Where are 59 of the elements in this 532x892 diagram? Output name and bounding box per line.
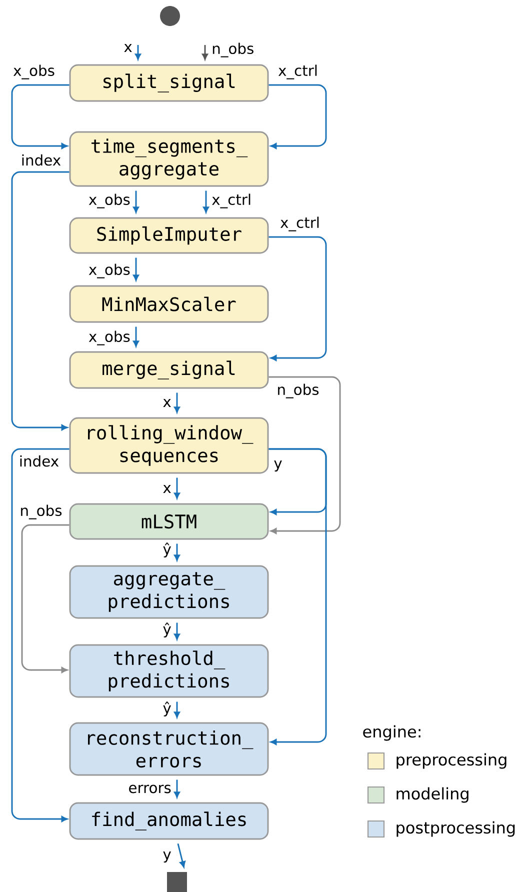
- edge-label: index: [18, 454, 60, 468]
- edge-label: index: [20, 153, 62, 167]
- arrow: [133, 258, 139, 281]
- edge-label: x_obs: [87, 192, 132, 210]
- edge-label: x_obs: [87, 329, 132, 347]
- arrow: [268, 448, 327, 745]
- arrow: [174, 780, 180, 798]
- arrow: [135, 45, 141, 60]
- arrow: [11, 84, 70, 149]
- process-box: time_segments_ aggregate: [69, 131, 269, 187]
- end-square: [167, 872, 187, 892]
- arrow: [174, 392, 180, 413]
- edge-label: n_obs: [18, 503, 64, 521]
- edge-label: y: [272, 459, 284, 473]
- edge-label: x: [161, 398, 173, 408]
- process-box: reconstruction_ errors: [69, 722, 269, 776]
- edge-label: n_obs: [275, 382, 321, 400]
- arrow: [174, 702, 180, 718]
- start-circle: [160, 6, 180, 26]
- edge-label: ŷ: [161, 541, 173, 559]
- process-box: SimpleImputer: [69, 217, 269, 254]
- edge-label: x_obs: [87, 262, 132, 280]
- legend-label: preprocessing: [396, 753, 506, 769]
- edge-label: x_ctrl: [278, 215, 322, 233]
- arrow: [177, 843, 186, 868]
- arrow: [174, 544, 180, 561]
- edge-label: x_obs: [12, 63, 56, 81]
- arrow: [11, 171, 70, 430]
- legend-label: postprocessing: [396, 821, 515, 837]
- arrow: [11, 448, 70, 822]
- arrow: [174, 622, 180, 640]
- arrow: [21, 524, 70, 673]
- edge-label: y: [161, 850, 173, 864]
- process-box: rolling_window_ sequences: [69, 417, 269, 474]
- arrow: [268, 376, 341, 534]
- edge-label: x: [161, 484, 173, 494]
- process-box: split_signal: [69, 64, 269, 102]
- edge-label: x_ctrl: [210, 192, 253, 210]
- process-box: threshold_ predictions: [69, 644, 269, 698]
- arrow: [268, 84, 327, 149]
- legend-title: engine:: [363, 725, 420, 741]
- edge-label: errors: [126, 783, 173, 795]
- process-box: find_anomalies: [69, 802, 269, 840]
- edge-label: ŷ: [161, 621, 173, 639]
- process-box: aggregate_ predictions: [69, 565, 269, 619]
- process-box: mLSTM: [69, 503, 269, 540]
- arrow: [202, 45, 208, 60]
- arrow: [203, 190, 209, 213]
- arrow: [174, 478, 180, 499]
- arrow: [133, 326, 139, 347]
- edge-label: x_ctrl: [276, 63, 320, 81]
- edge-label: ŷ: [161, 700, 173, 718]
- process-box: MinMaxScaler: [69, 285, 269, 323]
- process-box: merge_signal: [69, 351, 269, 389]
- edge-label: n_obs: [210, 41, 256, 59]
- arrow: [268, 236, 327, 361]
- legend-label: modeling: [396, 787, 468, 803]
- edge-label: x: [122, 42, 134, 54]
- arrow: [133, 190, 139, 213]
